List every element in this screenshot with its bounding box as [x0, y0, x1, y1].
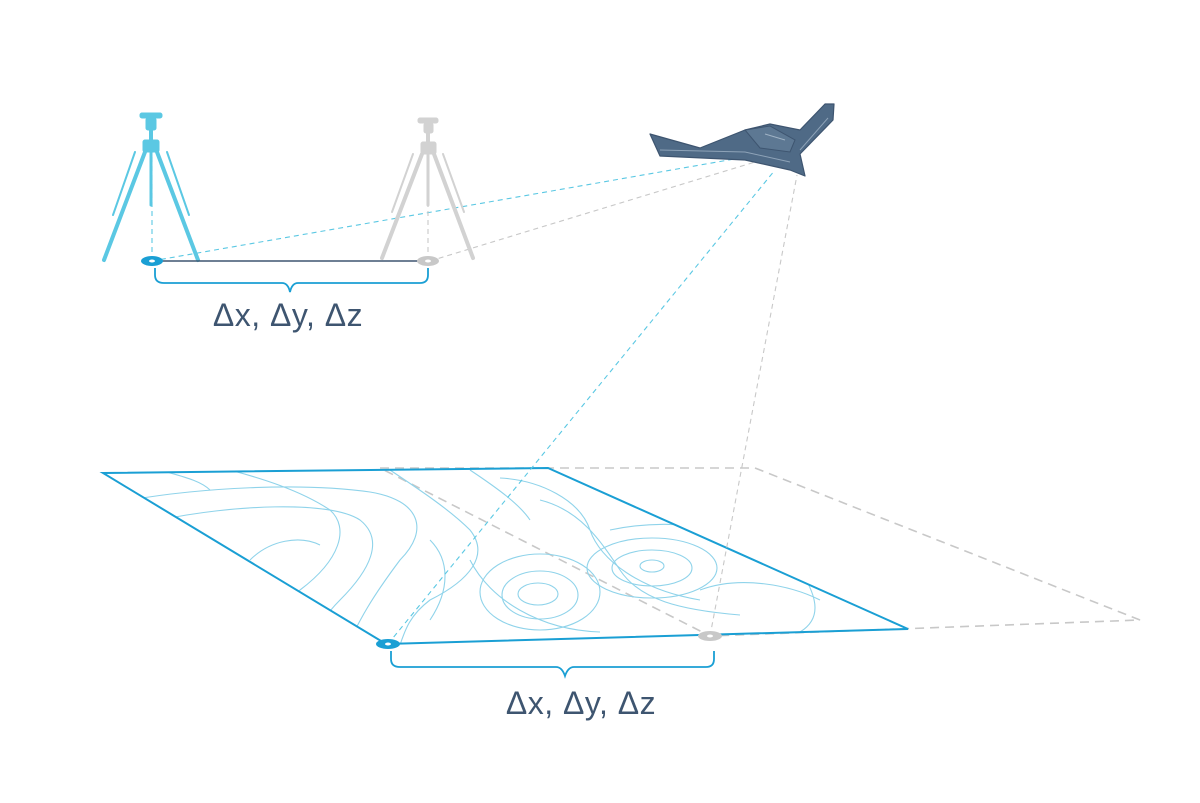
- top-offset-label: Δx, Δy, Δz: [213, 297, 363, 333]
- top-offset-brace: [154, 268, 429, 293]
- bottom-offset-group: [376, 631, 722, 679]
- fixed-wing-drone-icon: [649, 103, 835, 177]
- ghost-tripod-icon: [380, 117, 475, 260]
- bottom-offset-brace: [390, 651, 715, 679]
- bottom-offset-label: Δx, Δy, Δz: [506, 685, 656, 721]
- signal-lines: [151, 150, 798, 645]
- ghost-terrain-outline: [379, 467, 1141, 637]
- top-offset-group: [141, 256, 439, 293]
- contour-lines: [129, 469, 821, 644]
- contour-map-icon: [99, 466, 909, 646]
- base-tripod-icon: [102, 112, 200, 262]
